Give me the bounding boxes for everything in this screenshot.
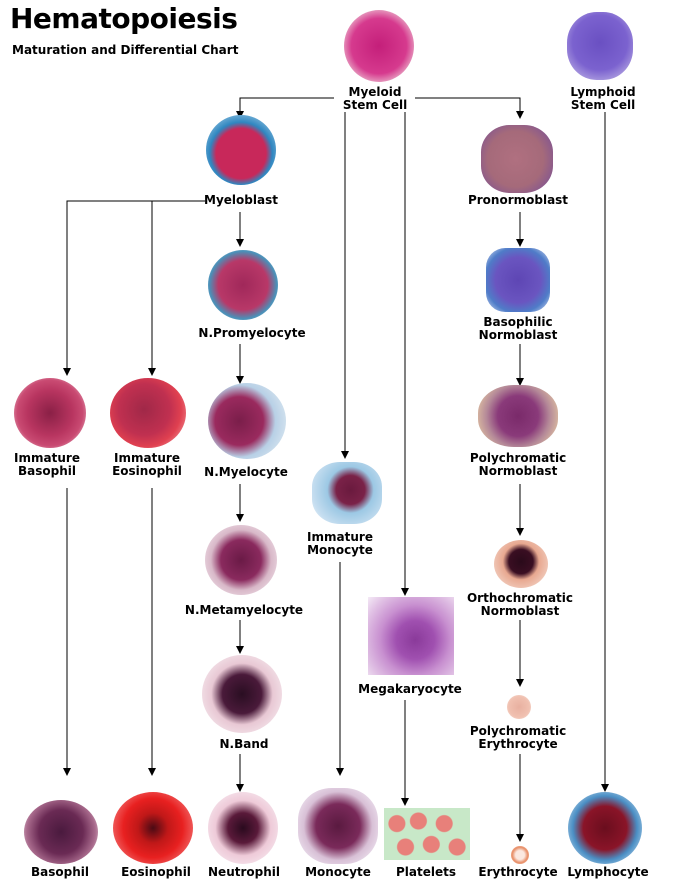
pronormoblast-label: Pronormoblast — [468, 194, 568, 207]
polychromatic-erythrocyte-image — [507, 695, 531, 719]
myeloblast-label: Myeloblast — [204, 194, 278, 207]
polychromatic-normoblast-image — [478, 385, 558, 447]
platelets-image — [384, 808, 470, 860]
neutrophil-image — [208, 792, 278, 864]
n-promyelocyte-image — [208, 250, 278, 320]
myeloblast-image — [206, 115, 276, 185]
basophil-label: Basophil — [31, 866, 89, 879]
n-metamyelocyte-image — [205, 525, 277, 595]
lymphoid-stem-cell-image — [567, 12, 633, 80]
n-myelocyte-label: N.Myelocyte — [204, 466, 288, 479]
erythrocyte-label: Erythrocyte — [478, 866, 557, 879]
megakaryocyte-label: Megakaryocyte — [358, 683, 462, 696]
eosinophil-label: Eosinophil — [121, 866, 191, 879]
immature-monocyte-image — [312, 462, 382, 524]
orthochromatic-normoblast-image — [494, 540, 548, 588]
basophil-image — [24, 800, 98, 864]
pronormoblast-image — [481, 125, 553, 193]
monocyte-label: Monocyte — [305, 866, 371, 879]
n-band-image — [202, 655, 282, 733]
lymphocyte-image — [568, 792, 642, 864]
n-metamyelocyte-label: N.Metamyelocyte — [185, 604, 303, 617]
monocyte-image — [298, 788, 378, 864]
eosinophil-image — [113, 792, 193, 864]
neutrophil-label: Neutrophil — [208, 866, 280, 879]
megakaryocyte-image — [368, 597, 454, 675]
erythrocyte-image — [511, 846, 529, 864]
lymphocyte-label: Lymphocyte — [567, 866, 648, 879]
n-myelocyte-image — [208, 383, 286, 459]
platelets-label: Platelets — [396, 866, 456, 879]
n-band-label: N.Band — [220, 738, 269, 751]
myeloid-stem-cell-image — [344, 10, 414, 82]
immature-basophil-image — [14, 378, 86, 448]
n-promyelocyte-label: N.Promyelocyte — [198, 327, 305, 340]
immature-eosinophil-image — [110, 378, 186, 448]
basophilic-normoblast-image — [486, 248, 550, 312]
